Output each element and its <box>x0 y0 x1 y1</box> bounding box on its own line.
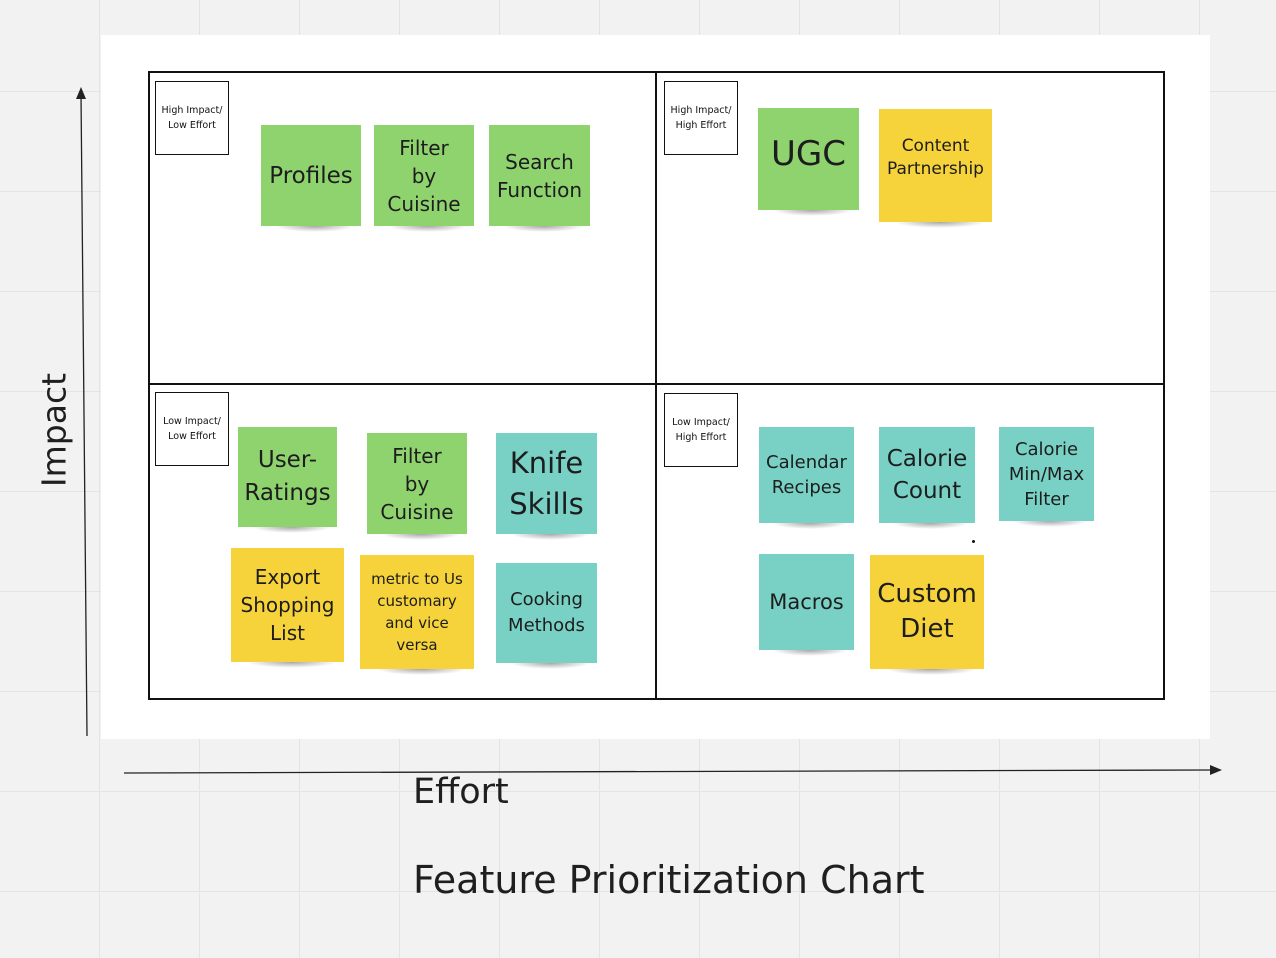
sticky-note-profiles[interactable]: Profiles <box>261 125 361 232</box>
sticky-note-ugc[interactable]: UGC <box>758 108 859 216</box>
sticky-note-macros[interactable]: Macros <box>759 554 854 656</box>
sticky-note-knife-skills[interactable]: Knife Skills <box>496 433 597 540</box>
sticky-note-calendar-recipes[interactable]: Calendar Recipes <box>759 427 854 529</box>
horizontal-divider <box>148 383 1165 385</box>
quadrant-label-high-impact-high-effort[interactable]: High Impact/ High Effort <box>664 81 738 155</box>
y-axis-label: Impact <box>34 372 74 488</box>
sticky-note-metric-conversion[interactable]: metric to Us customary and vice versa <box>360 555 474 675</box>
sticky-note-export-shopping-list[interactable]: Export Shopping List <box>231 548 344 668</box>
x-axis-line <box>123 769 1211 774</box>
x-axis-label: Effort <box>413 772 509 812</box>
quadrant-label-low-impact-low-effort[interactable]: Low Impact/ Low Effort <box>155 392 229 466</box>
quadrant-label-low-impact-high-effort[interactable]: Low Impact/ High Effort <box>664 393 738 467</box>
sticky-note-calorie-min-max-filter[interactable]: Calorie Min/Max Filter <box>999 427 1094 527</box>
sticky-note-user-ratings[interactable]: User- Ratings <box>238 427 337 533</box>
y-axis-arrowhead <box>76 87 86 99</box>
sticky-note-search-function[interactable]: Search Function <box>489 125 590 232</box>
vertical-divider <box>655 71 657 700</box>
sticky-note-content-partnership[interactable]: Content Partnership <box>879 109 992 228</box>
stray-dot <box>972 540 975 543</box>
sticky-note-calorie-count[interactable]: Calorie Count <box>879 427 975 529</box>
y-axis-line <box>80 93 88 737</box>
sticky-note-filter-by-cuisine-high[interactable]: Filter by Cuisine <box>374 125 474 232</box>
sticky-note-cooking-methods[interactable]: Cooking Methods <box>496 563 597 669</box>
quadrant-label-high-impact-low-effort[interactable]: High Impact/ Low Effort <box>155 81 229 155</box>
sticky-note-custom-diet[interactable]: Custom Diet <box>870 555 984 675</box>
x-axis-arrowhead <box>1210 765 1222 775</box>
sticky-note-filter-by-cuisine-low[interactable]: Filter by Cuisine <box>367 433 467 540</box>
chart-title: Feature Prioritization Chart <box>413 858 925 902</box>
